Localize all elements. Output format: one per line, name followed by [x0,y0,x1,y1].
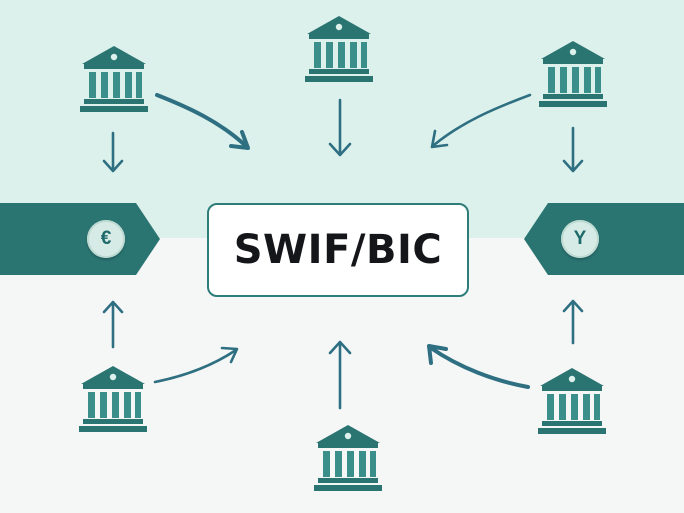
bank-building-icon [78,42,150,114]
bank-building-icon [77,362,149,434]
bank-building-icon [312,421,384,493]
bank-building-icon [536,364,608,436]
bank-building-icon [303,12,375,84]
swift-bic-box: SWIF/BIC [207,203,469,297]
currency-ribbon-right [524,203,684,275]
yen-coin-icon: Y [561,220,599,258]
currency-ribbon-left [0,203,160,275]
bank-building-icon [537,37,609,109]
swift-bic-label: SWIF/BIC [233,227,443,273]
background-band-top [0,0,684,238]
euro-coin-icon: € [87,220,125,258]
